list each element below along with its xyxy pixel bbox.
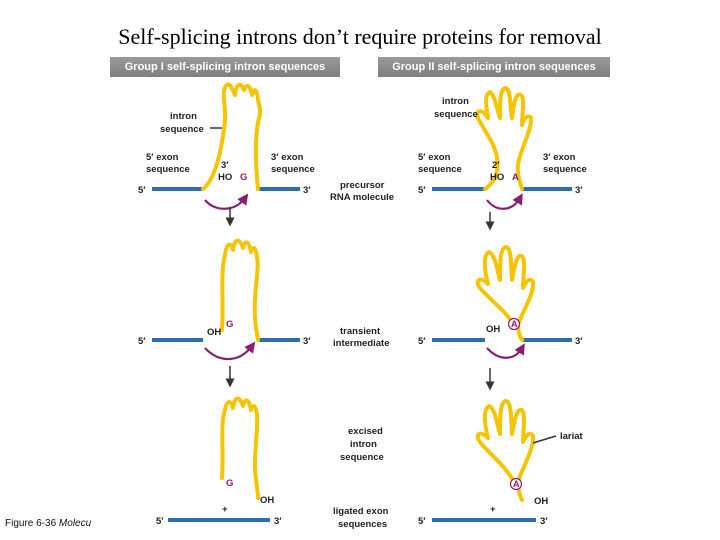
group1-precursor: HO 3′ G 5′ 3′ <box>138 82 311 210</box>
excised-intron-foot <box>220 396 260 500</box>
exon3-label-1: 3′ exon <box>543 152 576 163</box>
oh-label: OH <box>207 327 221 338</box>
precursor-label-2: RNA molecule <box>330 192 394 203</box>
lariat-hand <box>475 399 536 502</box>
group2-intermediate: A OH 5′ 3′ <box>418 245 583 359</box>
intron-label-2: sequence <box>434 109 478 120</box>
excised-label-2: intron <box>350 439 377 450</box>
five-prime: 5′ <box>138 336 146 347</box>
transient-label-2: intermediate <box>333 338 390 349</box>
excised-label-3: sequence <box>340 452 384 463</box>
intron-label-2: sequence <box>160 124 204 135</box>
three-prime: 3′ <box>575 336 583 347</box>
three-prime: 3′ <box>303 336 311 347</box>
oh-label: OH <box>534 496 548 507</box>
precursor-label-1: precursor <box>340 180 385 191</box>
group1-products: G OH + 5′ 3′ <box>156 396 282 527</box>
oh-label: OH <box>260 495 274 506</box>
page-title: Self-splicing introns don’t require prot… <box>118 24 602 49</box>
figure-caption: Figure 6-36 Molecu <box>5 518 91 529</box>
intron-label-1: intron <box>170 111 197 122</box>
lariat-label: lariat <box>560 431 584 442</box>
branch-a-circle <box>507 317 521 331</box>
five-prime: 5′ <box>418 516 426 527</box>
branch-a-circle <box>509 477 523 491</box>
attack-arrow <box>204 193 249 210</box>
a-label: A <box>512 172 519 183</box>
a-label: A <box>513 479 520 489</box>
five-prime: 5′ <box>156 516 164 527</box>
group1-header: Group I self-splicing intron sequences <box>110 57 340 77</box>
intron-hand <box>475 245 536 342</box>
three-prime: 3′ <box>274 516 282 527</box>
oh-label: OH <box>486 324 500 335</box>
attack-arrow <box>486 193 523 210</box>
group1-intermediate: OH G 5′ 3′ <box>138 238 311 361</box>
exon3-label-1: 3′ exon <box>271 152 304 163</box>
attack-arrow <box>486 343 525 359</box>
two-prime-ho: 2′ <box>492 160 500 171</box>
group2-products: A OH lariat + 5′ 3′ <box>418 399 584 527</box>
figure-number: Figure 6-36 <box>5 518 57 529</box>
three-prime: 3′ <box>575 185 583 196</box>
intron-hand <box>475 86 534 191</box>
group2-precursor: HO 2′ A 5′ 3′ <box>418 86 583 210</box>
a-label: A <box>511 319 518 329</box>
g-label: G <box>226 319 233 330</box>
intron-foot <box>201 82 263 191</box>
g-label: G <box>240 172 247 183</box>
plus-sign: + <box>222 504 228 515</box>
three-prime: 3′ <box>303 185 311 196</box>
ho-label: HO <box>490 172 504 183</box>
exon5-label-1: 5′ exon <box>418 152 451 163</box>
lariat-pointer <box>532 435 557 444</box>
five-prime: 5′ <box>138 185 146 196</box>
ligated-label-1: ligated exon <box>333 506 389 517</box>
exon3-label-2: sequence <box>271 164 315 175</box>
intron-label-1: intron <box>442 96 469 107</box>
three-prime-ho: 3′ <box>221 160 229 171</box>
attack-arrow <box>204 341 256 361</box>
group2-header: Group II self-splicing intron sequences <box>378 57 610 77</box>
exon5-label-1: 5′ exon <box>146 152 179 163</box>
ho-label: HO <box>218 172 232 183</box>
exon3-label-2: sequence <box>543 164 587 175</box>
transient-label-1: transient <box>340 326 381 337</box>
exon5-label-2: sequence <box>146 164 190 175</box>
plus-sign: + <box>490 504 496 515</box>
exon5-label-2: sequence <box>418 164 462 175</box>
excised-label-1: excised <box>348 426 383 437</box>
three-prime: 3′ <box>540 516 548 527</box>
book-title: Molecu <box>58 518 92 529</box>
g-label: G <box>226 478 233 489</box>
ligated-label-2: sequences <box>338 519 387 530</box>
five-prime: 5′ <box>418 336 426 347</box>
intron-foot <box>220 238 260 342</box>
five-prime: 5′ <box>418 185 426 196</box>
